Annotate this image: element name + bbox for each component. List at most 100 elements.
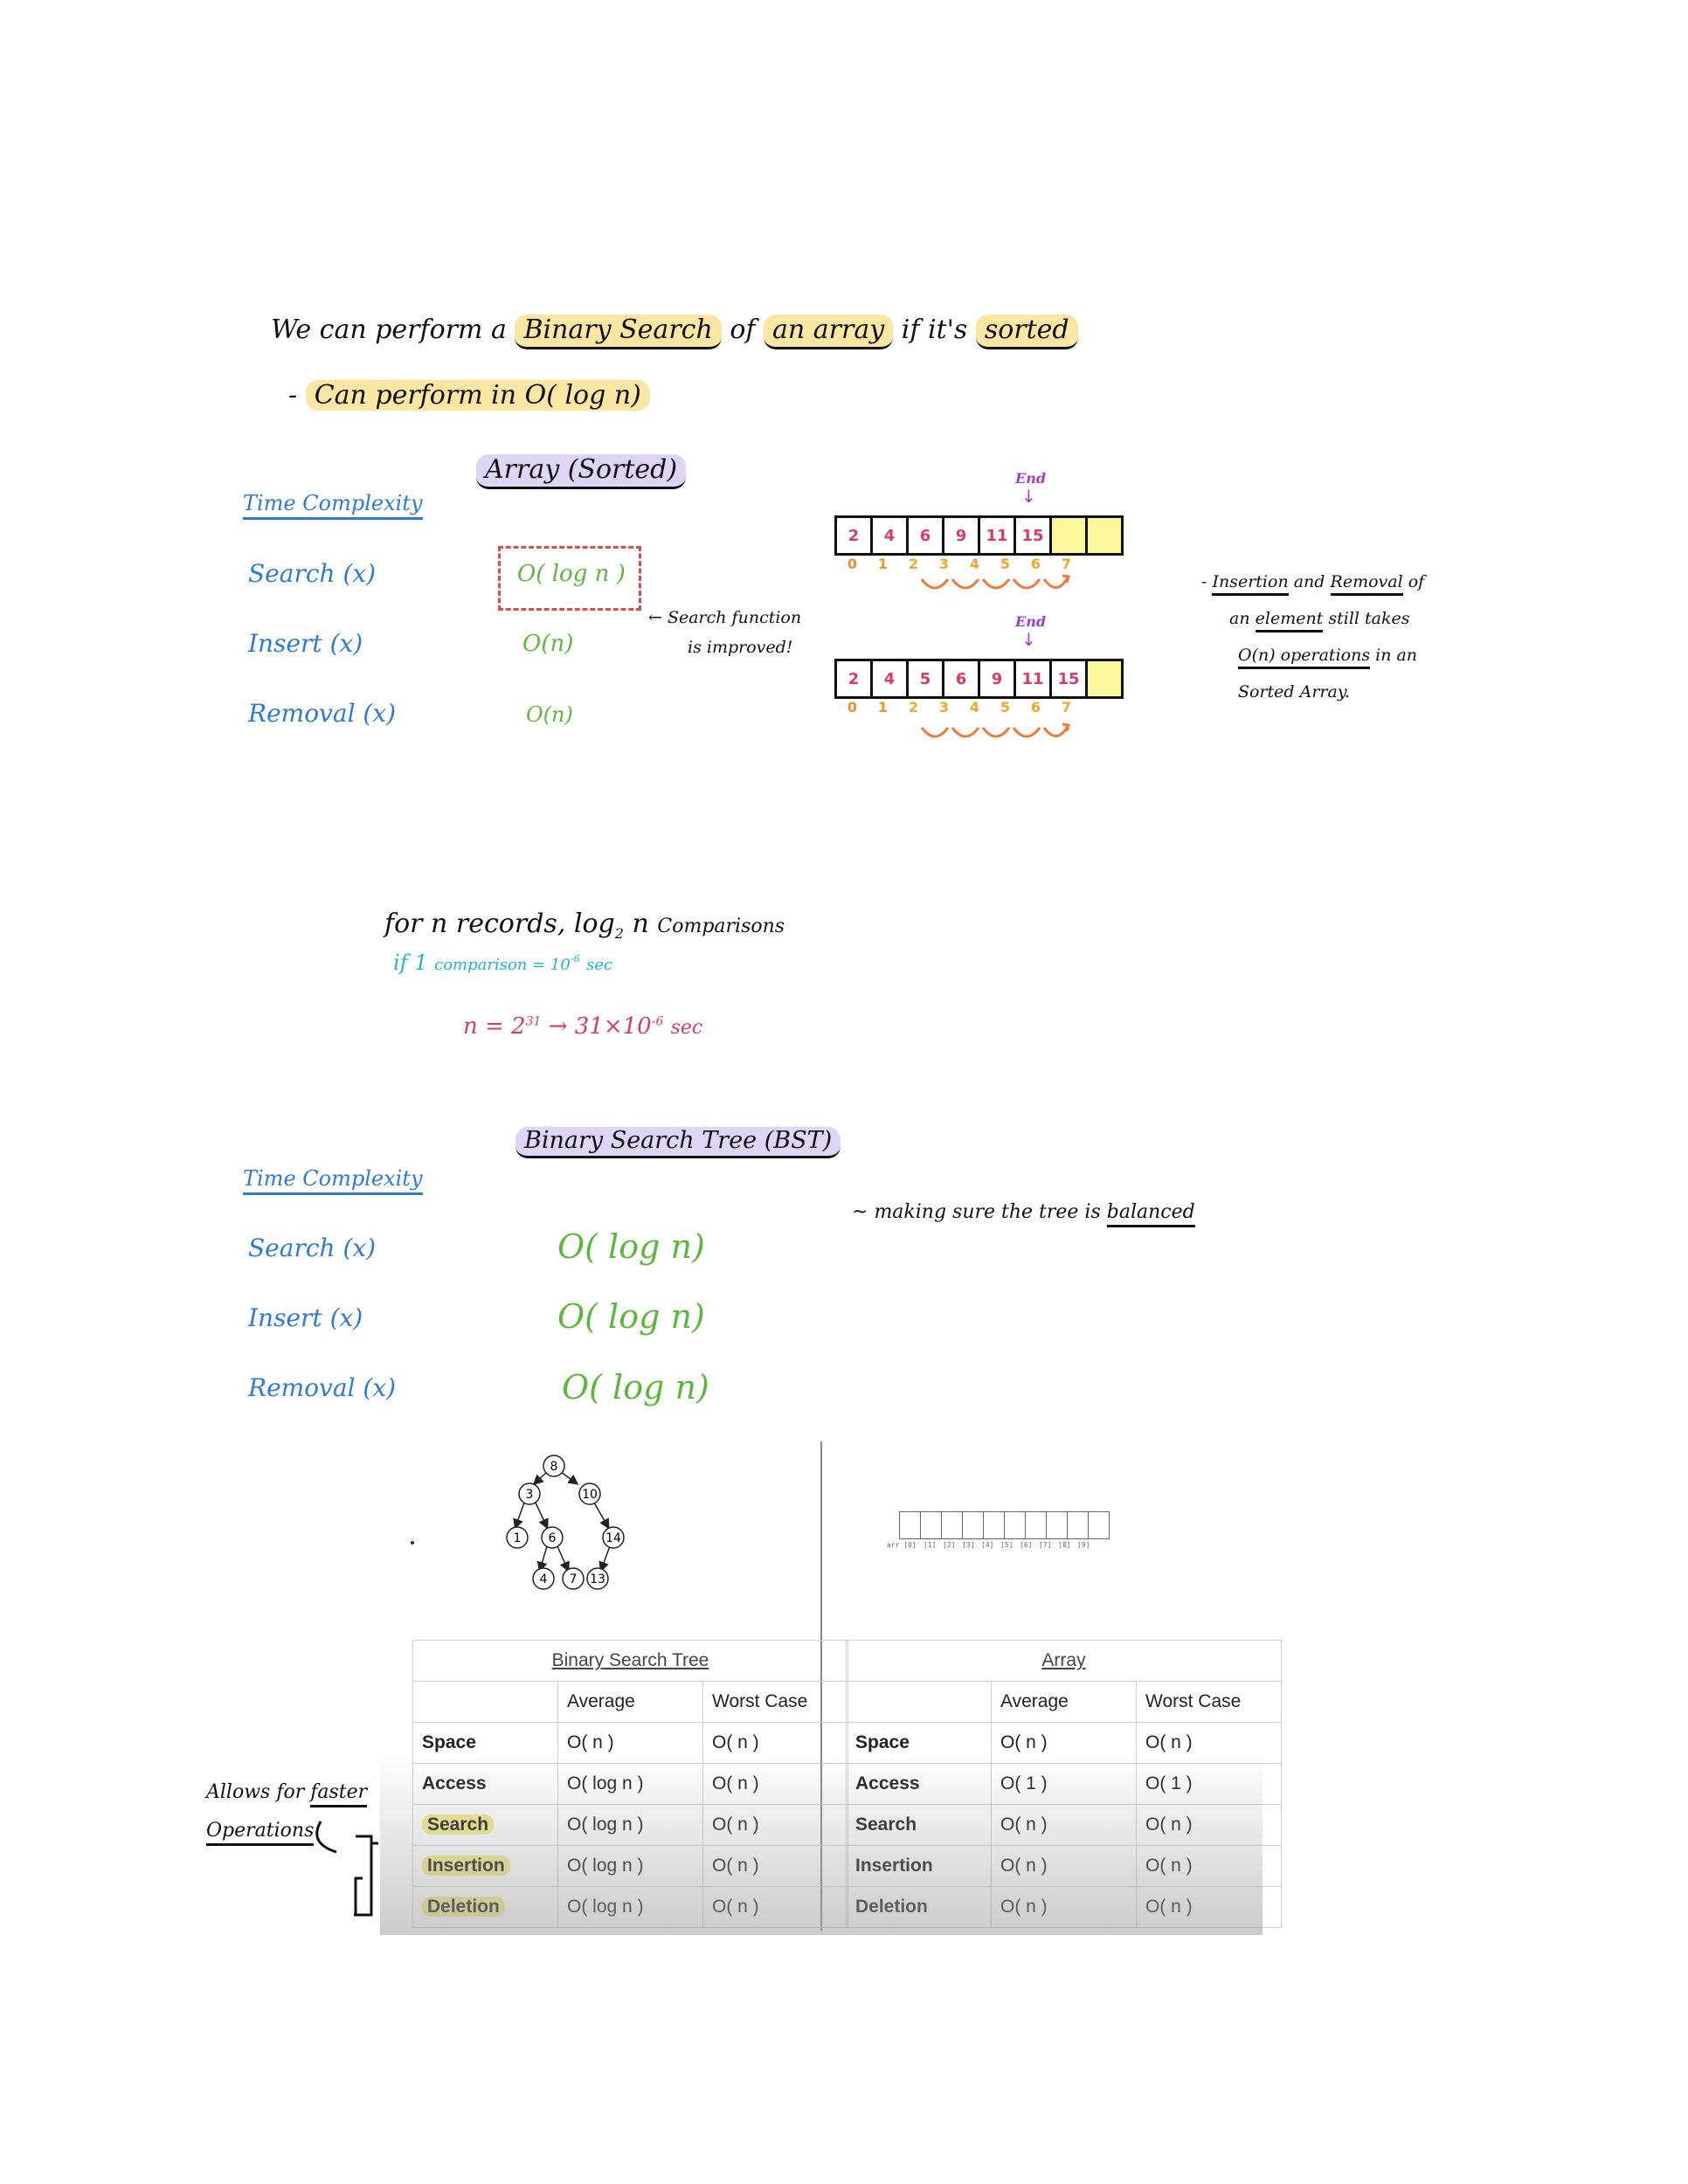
array-val-search: O( log n ) (517, 561, 626, 587)
tiny-array-label: [5] (1000, 1541, 1013, 1549)
tree-node (562, 1567, 585, 1590)
bst-op-insert: Insert (x) (248, 1303, 363, 1332)
array-cell (1085, 515, 1124, 556)
tiny-array-cell (983, 1511, 1005, 1539)
array-cell: 9 (978, 659, 1016, 699)
array-cell: 2 (834, 659, 873, 699)
row-label: Search (855, 1814, 917, 1835)
shift-arrows-2 (920, 722, 1070, 738)
array-op-removal: Removal (x) (248, 699, 397, 728)
comparisons-line-1: for n records, log2 n Comparisons (384, 909, 785, 942)
shift-arrows-1 (920, 574, 1070, 590)
tiny-array-label: [2] (943, 1541, 956, 1549)
array-index: 2 (908, 699, 919, 715)
intro-an-array: an array (764, 314, 894, 349)
array-cell: 4 (870, 515, 909, 556)
table-row-header: Space (412, 1722, 558, 1764)
array-heading: Array (Sorted) (476, 454, 687, 489)
bst-time-complexity-label: Time Complexity (243, 1166, 423, 1195)
array-time-complexity-label: Time Complexity (243, 491, 423, 520)
tree-node-label: 7 (570, 1572, 578, 1586)
table-row-header: Space (846, 1722, 992, 1764)
array-cell: 5 (906, 659, 944, 699)
bst-heading: Binary Search Tree (BST) (515, 1127, 841, 1158)
array-index: 7 (1061, 699, 1072, 715)
tiny-array-label: [8] (1058, 1541, 1071, 1549)
end-arrow-icon-2: ↓ (1021, 629, 1036, 650)
row-label: Search (422, 1814, 495, 1835)
bst-val-search: O( log n) (557, 1227, 705, 1266)
array-val-removal: O(n) (526, 702, 573, 727)
table-header-cell: Average (991, 1681, 1137, 1723)
row-label: Deletion (422, 1897, 505, 1917)
bst-val-insert: O( log n) (557, 1297, 705, 1336)
end-arrow-icon-1: ↓ (1021, 486, 1036, 507)
tiny-array-label: [9] (1077, 1541, 1090, 1549)
intro-of: of (730, 314, 756, 345)
tiny-array-label: [4] (981, 1541, 994, 1549)
table-cell: O( log n ) (557, 1886, 703, 1928)
table-cell: O( n ) (702, 1845, 848, 1887)
row-label: Deletion (855, 1897, 928, 1917)
end-label-2: End (1015, 613, 1047, 630)
tree-node-label: 8 (550, 1460, 558, 1474)
array-cell: 2 (834, 515, 873, 556)
row-label: Space (422, 1732, 476, 1752)
bst-op-removal: Removal (x) (248, 1373, 397, 1402)
comparisons-line-3: n = 231 → 31×10-6 sec (463, 1013, 703, 1040)
table-header-cell (412, 1681, 558, 1723)
row-label: Space (855, 1732, 910, 1752)
left-annotation: Allows for faster Operations (206, 1773, 368, 1850)
table-cell: O( 1 ) (1136, 1763, 1282, 1805)
end-label-1: End (1015, 470, 1047, 487)
intro-can-perform: Can perform in O( log n) (305, 380, 650, 411)
array-index: 0 (847, 699, 858, 715)
tree-node-label: 3 (526, 1488, 534, 1502)
table-row-header: Access (412, 1763, 558, 1805)
search-note: ← Search function is improved! (648, 608, 802, 657)
array-index: 1 (877, 556, 889, 572)
table-row-header: Insertion (412, 1845, 558, 1887)
tiny-array-label: [7] (1039, 1541, 1052, 1549)
table-cell: O( n ) (991, 1886, 1137, 1928)
search-note-arrow-icon: ← (648, 608, 668, 627)
row-label: Access (855, 1773, 920, 1794)
intro-dash: - (288, 380, 298, 411)
array-cell: 4 (870, 659, 909, 699)
row-label: Insertion (422, 1856, 510, 1876)
table-cell: O( n ) (1136, 1804, 1282, 1846)
table-row-header: Deletion (412, 1886, 558, 1928)
tiny-array-diagram (899, 1511, 1110, 1539)
array-cell: 6 (942, 659, 980, 699)
bracket-icon (315, 1821, 378, 1917)
array-index: 4 (969, 556, 980, 572)
array-index: 6 (1030, 556, 1041, 572)
table-cell: O( n ) (1136, 1845, 1282, 1887)
tree-node-label: 10 (582, 1488, 598, 1502)
array-index: 5 (1000, 556, 1011, 572)
tree-node (541, 1526, 564, 1549)
tree-node (506, 1526, 529, 1549)
tiny-array-cell (1004, 1511, 1026, 1539)
tiny-array-cell (1025, 1511, 1047, 1539)
table-header-cell: Worst Case (702, 1681, 848, 1723)
tree-node (543, 1455, 565, 1477)
array-heading-text: Array (Sorted) (476, 454, 687, 489)
table-row-header: Deletion (846, 1886, 992, 1928)
tiny-array-cell (962, 1511, 984, 1539)
array-index: 1 (877, 699, 889, 715)
table-cell: O( n ) (702, 1763, 848, 1805)
table-cell: O( n ) (1136, 1886, 1282, 1928)
